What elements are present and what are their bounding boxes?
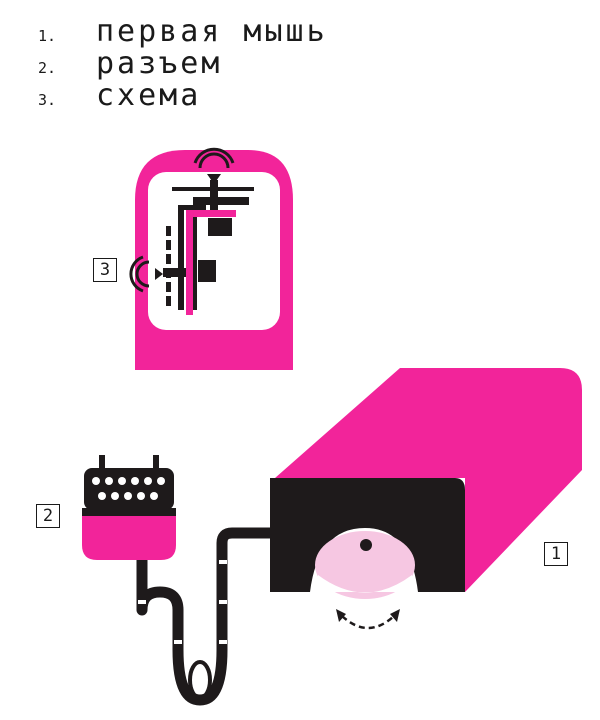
mouse-front-black (270, 478, 465, 592)
callout-circuit: 3 (93, 258, 117, 282)
legend-list: 1. первая мышь 2. разъем 3. схема (38, 16, 328, 112)
legend-text: первая мышь (96, 14, 328, 49)
mouse-body-magenta (275, 368, 582, 592)
connector-pin (153, 455, 159, 473)
wifi-icon (129, 255, 163, 293)
cable (136, 527, 272, 706)
wifi-icon (193, 147, 235, 184)
cable-segments (138, 560, 227, 644)
legend-number: 3. (38, 91, 57, 109)
connector-plug (84, 468, 174, 510)
legend-text: разъем (96, 46, 223, 81)
legend-item-mouse: 1. первая мышь (38, 16, 328, 48)
mouse-device (270, 368, 582, 630)
legend-number: 2. (38, 59, 57, 77)
circuit-trace-magenta (186, 210, 193, 315)
callout-connector: 2 (36, 504, 60, 528)
rotation-arrow-icon (341, 615, 395, 630)
mouse-ball (315, 531, 415, 599)
connector-body (82, 508, 176, 560)
legend-number: 1. (38, 27, 57, 45)
legend-text: схема (96, 78, 202, 113)
mouse-button (360, 539, 372, 551)
circuit-board (129, 147, 293, 370)
connector-holes (92, 477, 165, 500)
legend-item-circuit: 3. схема (38, 80, 328, 112)
circuit-trace-magenta (186, 210, 236, 217)
callout-mouse: 1 (544, 542, 568, 566)
circuit-traces (163, 180, 254, 310)
connector-pin (99, 455, 105, 473)
legend-item-connector: 2. разъем (38, 48, 328, 80)
connector (82, 455, 176, 560)
